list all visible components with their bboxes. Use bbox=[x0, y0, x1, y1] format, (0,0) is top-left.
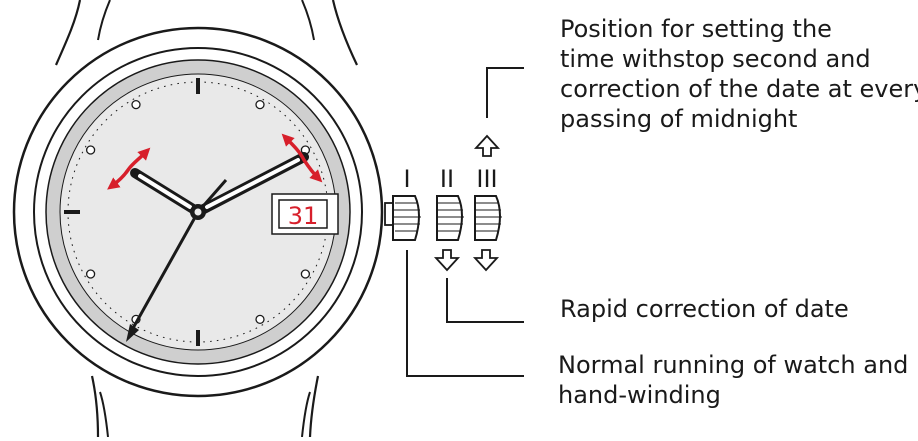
push-arrow-icon-position-2 bbox=[433, 249, 461, 272]
leader-line-position-3 bbox=[486, 67, 524, 118]
callout-position-1: Normal running of watch and hand-winding bbox=[558, 350, 908, 410]
callout-line: Rapid correction of date bbox=[560, 295, 849, 323]
hour-index-dot bbox=[255, 99, 265, 110]
minute-hand-rotation-arrow-icon bbox=[281, 133, 323, 183]
hour-hand-rotation-arrow-icon bbox=[107, 147, 151, 190]
callout-line: passing of midnight bbox=[560, 105, 798, 133]
leader-line-position-2 bbox=[446, 278, 524, 323]
lugs bbox=[97, 0, 315, 438]
crown-position-2 bbox=[436, 195, 464, 241]
seconds-hand-tip bbox=[126, 324, 139, 342]
crown bbox=[384, 195, 421, 241]
callout-line: hand-winding bbox=[558, 381, 721, 409]
strap-top bbox=[54, 0, 358, 66]
hour-index-dot bbox=[131, 99, 141, 110]
callout-line: correction of the date at every bbox=[560, 75, 918, 103]
crown-position-3 bbox=[474, 195, 502, 241]
callout-position-2: Rapid correction of date bbox=[560, 294, 849, 324]
push-arrow-icon-position-3 bbox=[472, 249, 500, 272]
callout-position-3: Position for setting the time withstop s… bbox=[560, 14, 918, 134]
date-window-value: 31 bbox=[288, 202, 319, 230]
center-pinion-cap bbox=[194, 208, 202, 216]
hour-index-dot bbox=[85, 269, 96, 279]
strap-bottom bbox=[90, 375, 320, 438]
callout-line: Normal running of watch and bbox=[558, 351, 909, 379]
position-numeral-2: II bbox=[440, 165, 454, 193]
callout-line: Position for setting the bbox=[560, 15, 832, 43]
hour-index-dot bbox=[255, 314, 265, 325]
position-numeral-3: III bbox=[476, 165, 497, 193]
pull-arrow-icon bbox=[473, 134, 501, 157]
position-numeral-1: I bbox=[403, 165, 410, 193]
leader-line-position-1 bbox=[406, 250, 524, 377]
callout-line: time withstop second and bbox=[560, 45, 871, 73]
hour-index-dot bbox=[300, 269, 311, 279]
hour-index-dot bbox=[85, 145, 96, 155]
date-window bbox=[278, 199, 328, 229]
